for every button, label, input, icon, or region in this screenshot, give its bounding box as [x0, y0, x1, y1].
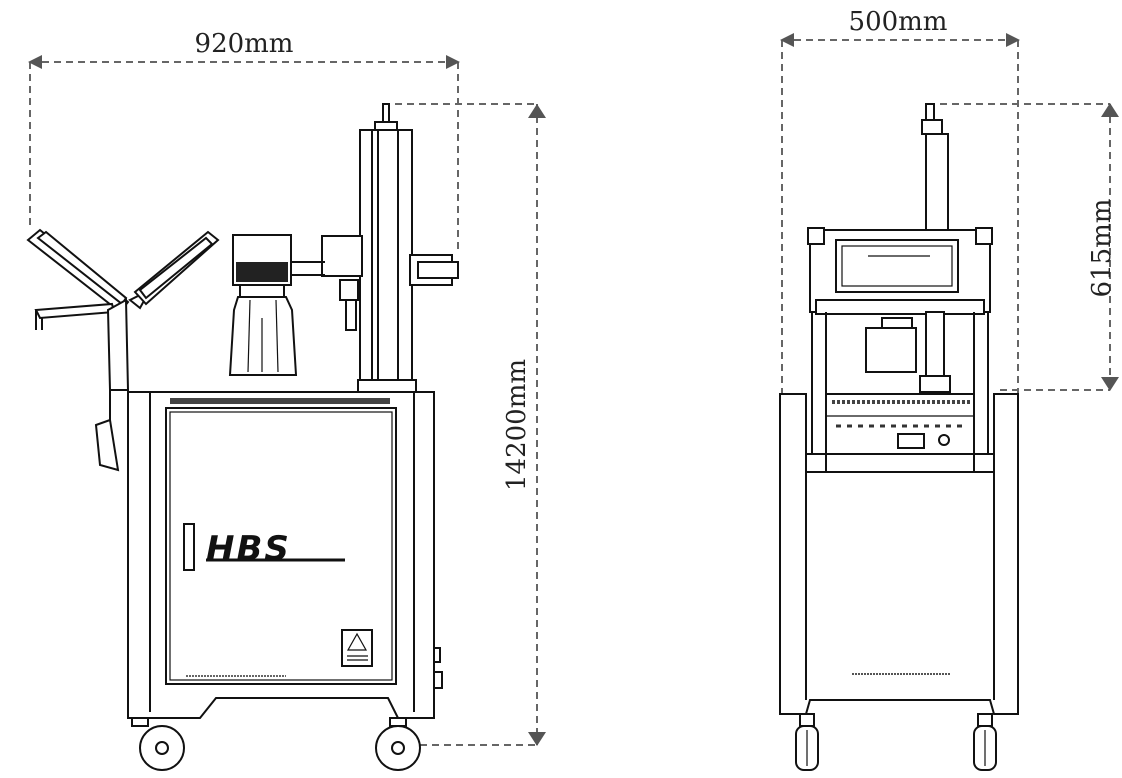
front-view: 500mm 615mm — [779, 7, 1119, 771]
front-height-label: 615mm — [1087, 199, 1117, 298]
side-width-label: 920mm — [195, 29, 294, 59]
front-width-label: 500mm — [849, 7, 948, 37]
front-column — [921, 103, 949, 231]
side-brand-logo: HBS — [206, 529, 291, 569]
side-height-dimension: 14200mm — [395, 103, 546, 746]
side-caster-left — [131, 717, 185, 771]
side-height-label: 14200mm — [502, 359, 532, 491]
side-caster-right — [375, 717, 421, 771]
front-middle-frame — [805, 311, 995, 473]
side-width-dimension: 920mm — [28, 29, 460, 250]
side-cabinet: HBS — [127, 391, 443, 719]
front-caster-right — [973, 713, 997, 771]
side-view: 920mm 14200mm — [26, 29, 546, 771]
side-tray-arm — [26, 228, 220, 472]
front-width-dimension: 500mm — [780, 7, 1020, 396]
front-caster-left — [795, 713, 819, 771]
laser-head — [228, 234, 298, 376]
lift-column — [290, 103, 459, 393]
front-upper-frame — [807, 227, 993, 315]
front-height-dimension: 615mm — [940, 103, 1119, 391]
